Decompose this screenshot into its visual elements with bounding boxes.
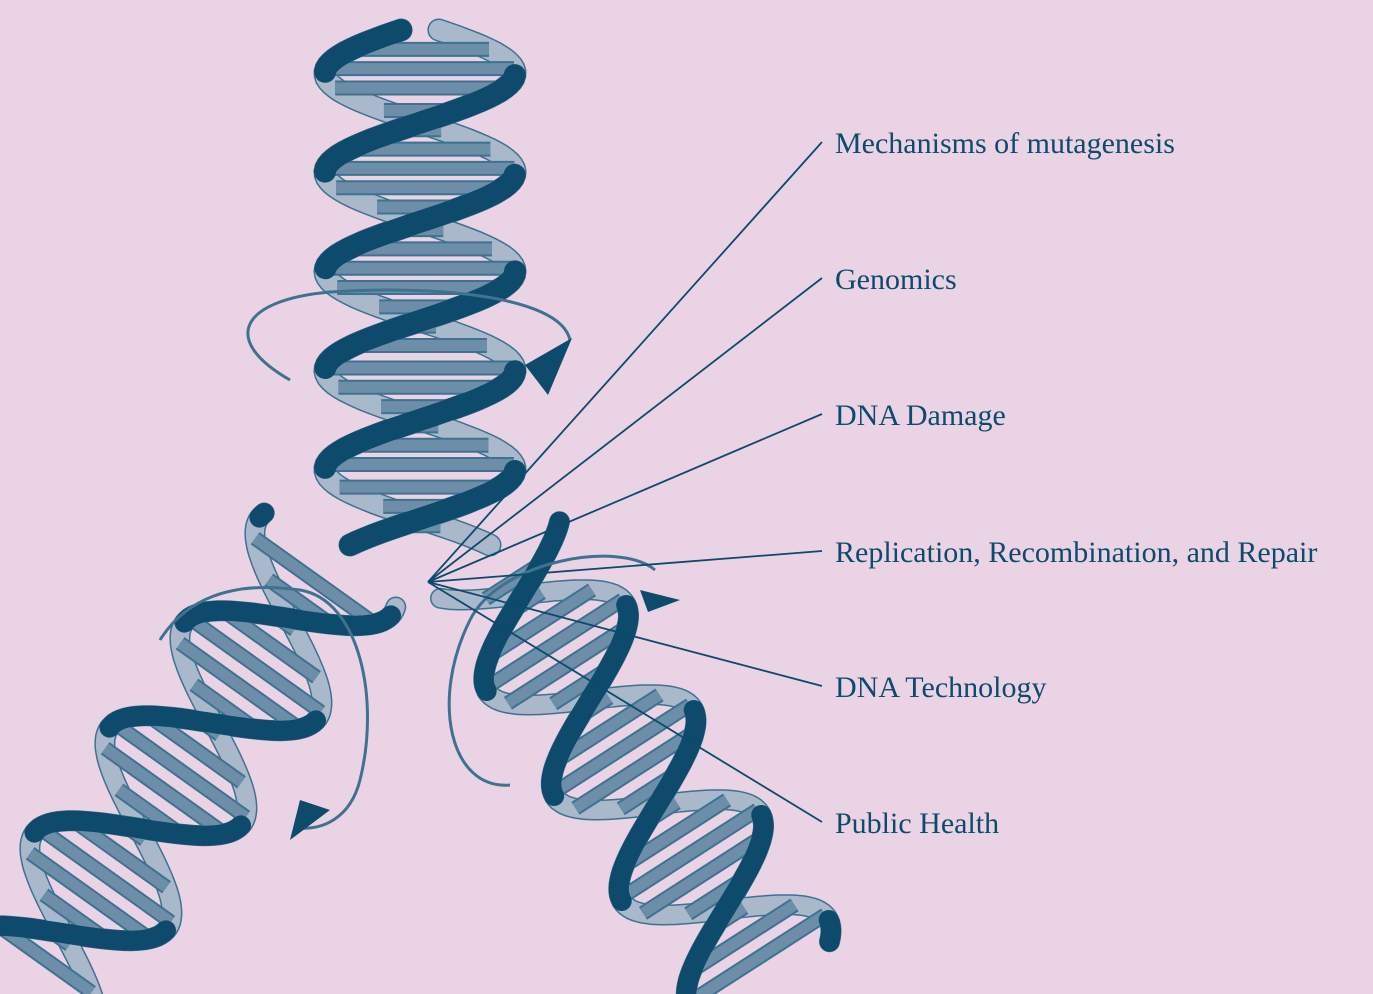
label-dna-technology: DNA Technology	[835, 671, 1047, 704]
label-dna-damage: DNA Damage	[835, 399, 1006, 432]
helix-strand-front	[829, 920, 831, 942]
helix-strand-front	[260, 513, 265, 518]
label-genomics: Genomics	[835, 263, 957, 296]
label-public-health: Public Health	[835, 807, 999, 840]
label-mechanisms-of-mutagenesis: Mechanisms of mutagenesis	[835, 127, 1175, 160]
label-replication-recombination-repair: Replication, Recombination, and Repair	[835, 536, 1317, 569]
parent-helix	[325, 30, 515, 545]
